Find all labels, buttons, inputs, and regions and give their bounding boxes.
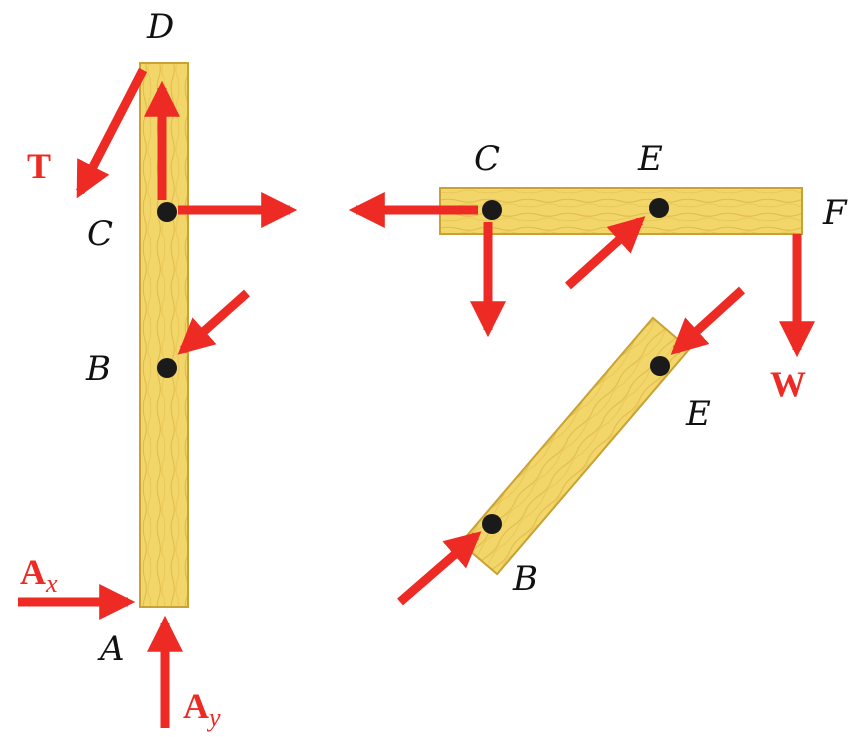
- force-label-W: W: [770, 364, 806, 404]
- label-B-left: B: [85, 349, 111, 389]
- force-label-Ay-main: A: [183, 686, 209, 726]
- label-B-link: B: [512, 559, 538, 599]
- force-arrow-B-on-link: [397, 531, 482, 606]
- label-C-right: C: [474, 139, 500, 179]
- force-label-Ay-sub: y: [206, 703, 221, 732]
- label-C-left: C: [87, 214, 113, 254]
- force-arrow-E-on-horizontal: [564, 216, 646, 290]
- force-label-Ax: Ax: [20, 552, 58, 598]
- label-A: A: [97, 629, 125, 669]
- force-label-Ay: Ay: [183, 686, 221, 732]
- tension-arrow-T: [76, 67, 147, 199]
- force-label-Ax-main: A: [20, 552, 46, 592]
- label-F: F: [822, 193, 848, 233]
- pin-joint-icon: [157, 358, 177, 378]
- label-E-link: E: [685, 394, 711, 434]
- pin-joint-icon: [482, 514, 502, 534]
- pin-joint-icon: [649, 198, 669, 218]
- diagonal-link-BE: [459, 316, 691, 576]
- force-label-T: T: [27, 146, 51, 186]
- label-E-top: E: [637, 139, 663, 179]
- force-arrows: [18, 67, 815, 728]
- pin-joint-icon: [650, 356, 670, 376]
- force-label-Ax-sub: x: [45, 569, 58, 598]
- force-arrow-E-on-link: [670, 286, 746, 355]
- pin-joints: [157, 198, 670, 534]
- pin-joint-icon: [482, 200, 502, 220]
- label-D: D: [146, 7, 174, 47]
- pin-joint-icon: [157, 202, 177, 222]
- force-arrow-B-on-vertical: [177, 289, 250, 355]
